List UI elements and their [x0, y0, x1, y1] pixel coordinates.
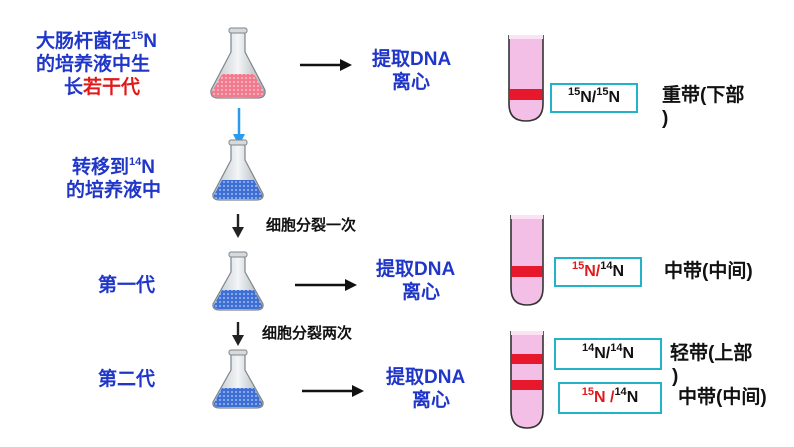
gen2-action: 提取DNA 离心: [386, 366, 496, 412]
flask-icon-blue-gen2: [212, 349, 264, 409]
flask-icon-blue-gen1: [212, 251, 264, 311]
gen1-action-line1: 提取DNA: [376, 259, 456, 280]
heavy-band-description-line1: 重带(下部: [662, 85, 745, 106]
heavy-band-description: 重带(下部 ): [662, 84, 782, 130]
arrow-right-icon-gen1: [295, 279, 357, 291]
band-label-box-gen2-bottom: 15N /14N: [558, 382, 662, 414]
gen1-action-line2: 离心: [402, 282, 441, 303]
gen1-action: 提取DNA 离心: [376, 258, 486, 304]
flask-icon-blue-transfer: [212, 139, 264, 201]
division1-caption: 细胞分裂一次: [266, 217, 357, 234]
step1-action-line1: 提取DNA: [372, 49, 452, 70]
gen2-action-line1: 提取DNA: [386, 367, 466, 388]
hybrid-band-description-gen2: 中带(中间): [678, 387, 767, 408]
gen1-label: 第一代: [98, 275, 156, 296]
step1-label-line1: 大肠杆菌在15N: [36, 29, 157, 52]
step1-label-line3: 长若干代: [64, 77, 141, 98]
test-tube-icon-gen2: [510, 331, 544, 429]
flask-icon-red: [210, 27, 266, 99]
hybrid-band-description-gen1: 中带(中间): [664, 261, 753, 282]
test-tube-icon-gen1: [510, 215, 544, 306]
step1-label: 大肠杆菌在15N 的培养液中生 长若干代: [36, 30, 206, 99]
band-label-box-step1: 15N/15N: [550, 83, 638, 113]
arrow-right-icon-gen2: [302, 385, 364, 397]
heavy-band-description-line2: ): [662, 108, 669, 129]
transfer-label-line2: 的培养液中: [66, 180, 162, 201]
step1-label-line2: 的培养液中生: [36, 54, 151, 75]
gen2-action-line2: 离心: [412, 390, 451, 411]
step1-action-line2: 离心: [392, 72, 431, 93]
test-tube-icon-step1: [508, 35, 544, 122]
step1-action: 提取DNA 离心: [372, 48, 482, 94]
band-label-box-gen2-top: 14N/14N: [554, 338, 662, 370]
transfer-label: 转移到14N 的培养液中: [66, 155, 222, 202]
arrow-right-icon-step1: [300, 59, 352, 71]
transfer-label-line1: 转移到14N: [72, 155, 155, 178]
division2-caption: 细胞分裂两次: [262, 325, 353, 342]
band-label-box-gen1: 15N/14N: [554, 257, 642, 287]
arrow-down-icon-division2: [232, 322, 244, 346]
gen2-label: 第二代: [98, 369, 156, 390]
light-band-description: 轻带(上部 ): [670, 342, 790, 388]
light-band-description-line2: ): [672, 366, 679, 387]
light-band-description-line1: 轻带(上部: [670, 343, 753, 364]
arrow-down-icon-division1: [232, 214, 244, 238]
